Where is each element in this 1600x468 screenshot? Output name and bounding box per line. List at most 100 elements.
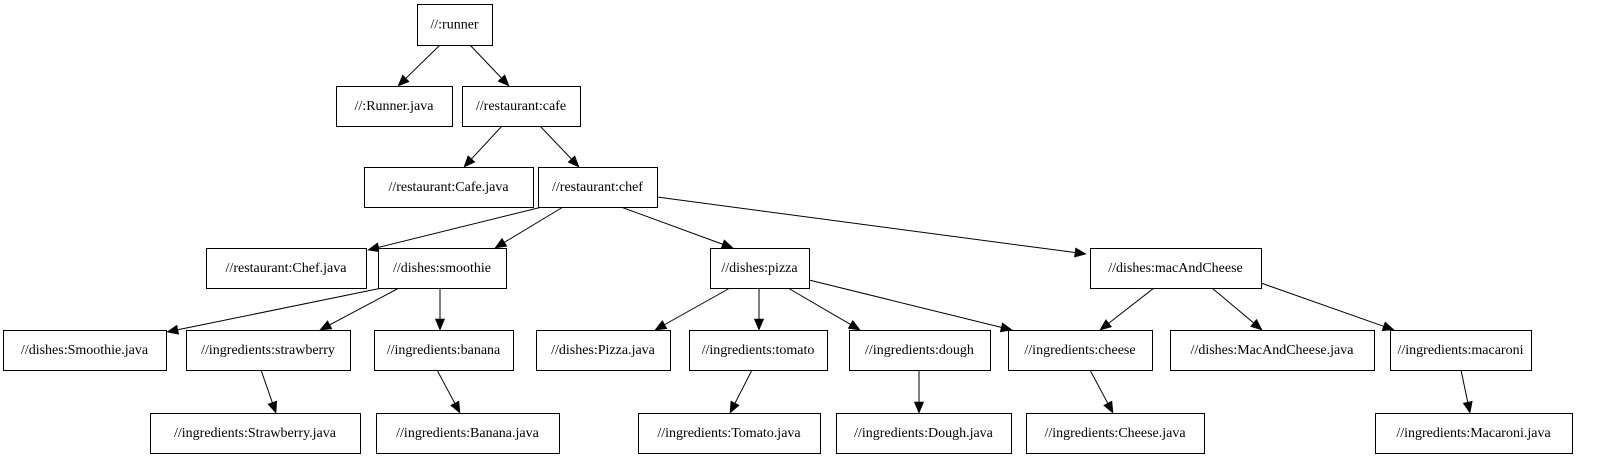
- arrowhead-icon: [1103, 400, 1114, 414]
- edge-line: [1211, 287, 1254, 324]
- node-box[interactable]: [1375, 413, 1573, 454]
- node-box[interactable]: [376, 413, 560, 454]
- graph-edge-dishes_smoothie-to-smoothie_java: [166, 287, 383, 335]
- graph-node-pizza_java[interactable]: //dishes:Pizza.java: [536, 330, 671, 371]
- graph-edge-restaurant_cafe-to-restaurant_chef: [539, 125, 580, 168]
- graph-edge-restaurant_cafe-to-cafe_java: [463, 125, 503, 168]
- node-box[interactable]: [3, 330, 167, 371]
- graph-edges: [166, 44, 1473, 414]
- graph-edge-dishes_pizza-to-pizza_java: [654, 287, 731, 331]
- node-box[interactable]: [150, 413, 361, 454]
- edge-line: [436, 369, 456, 404]
- graph-node-restaurant_cafe[interactable]: //restaurant:cafe: [462, 86, 581, 127]
- graph-edge-restaurant_chef-to-dishes_pizza: [620, 206, 734, 249]
- graph-node-dishes_macandchs[interactable]: //dishes:macAndCheese: [1090, 248, 1262, 289]
- node-label: //ingredients:dough: [865, 343, 974, 358]
- arrowhead-icon: [567, 155, 580, 168]
- graph-node-runner_java[interactable]: //:Runner.java: [336, 86, 453, 127]
- node-label: //ingredients:Cheese.java: [1044, 426, 1186, 441]
- node-box[interactable]: [1008, 330, 1153, 371]
- node-box[interactable]: [536, 330, 671, 371]
- node-label: //ingredients:tomato: [702, 343, 815, 358]
- edge-line: [620, 206, 723, 245]
- node-label: //ingredients:Tomato.java: [657, 426, 801, 441]
- arrowhead-icon: [654, 320, 668, 331]
- edge-line: [734, 369, 753, 404]
- graph-node-ing_strawberry[interactable]: //ingredients:strawberry: [186, 330, 351, 371]
- node-box[interactable]: [336, 86, 453, 127]
- node-box[interactable]: [417, 4, 493, 46]
- graph-node-tomato_java[interactable]: //ingredients:Tomato.java: [638, 413, 821, 454]
- graph-node-ing_banana[interactable]: //ingredients:banana: [374, 330, 514, 371]
- arrowhead-icon: [450, 400, 461, 414]
- arrowhead-icon: [1381, 321, 1395, 331]
- arrowhead-icon: [999, 322, 1013, 333]
- graph-node-chef_java[interactable]: //restaurant:Chef.java: [206, 248, 367, 289]
- node-label: //dishes:pizza: [721, 261, 798, 276]
- edge-line: [808, 279, 1002, 328]
- graph-edge-dishes_macandchs-to-macandchs_java: [1211, 287, 1263, 331]
- node-label: //restaurant:Chef.java: [226, 261, 348, 276]
- node-label: //restaurant:cafe: [476, 99, 566, 114]
- node-box[interactable]: [1170, 330, 1375, 371]
- node-box[interactable]: [638, 413, 821, 454]
- arrowhead-icon: [434, 318, 446, 331]
- node-label: //ingredients:Strawberry.java: [174, 426, 337, 441]
- node-box[interactable]: [206, 248, 367, 289]
- graph-node-restaurant_chef[interactable]: //restaurant:chef: [538, 167, 658, 208]
- node-box[interactable]: [538, 167, 658, 208]
- edge-line: [471, 125, 503, 160]
- arrowhead-icon: [1462, 400, 1473, 414]
- node-box[interactable]: [378, 248, 507, 289]
- arrowhead-icon: [494, 237, 508, 249]
- arrowhead-icon: [1099, 319, 1113, 331]
- graph-edge-dishes_smoothie-to-ing_banana: [434, 288, 446, 331]
- graph-node-ing_tomato[interactable]: //ingredients:tomato: [689, 330, 828, 371]
- node-label: //ingredients:banana: [387, 343, 501, 358]
- edge-line: [177, 287, 383, 331]
- graph-node-runner[interactable]: //:runner: [417, 4, 493, 46]
- node-label: //dishes:Smoothie.java: [21, 343, 149, 358]
- graph-node-macaroni_java[interactable]: //ingredients:Macaroni.java: [1375, 413, 1573, 454]
- graph-edge-restaurant_chef-to-chef_java: [367, 206, 543, 253]
- edge-line: [1089, 369, 1109, 404]
- graph-node-banana_java[interactable]: //ingredients:Banana.java: [376, 413, 560, 454]
- node-box[interactable]: [689, 330, 828, 371]
- graph-node-dishes_smoothie[interactable]: //dishes:smoothie: [378, 248, 507, 289]
- arrowhead-icon: [729, 400, 740, 414]
- graph-node-ing_macaroni[interactable]: //ingredients:macaroni: [1390, 330, 1532, 371]
- edge-line: [787, 287, 851, 325]
- graph-node-cheese_java[interactable]: //ingredients:Cheese.java: [1026, 413, 1205, 454]
- arrowhead-icon: [753, 318, 765, 331]
- graph-edge-dishes_smoothie-to-ing_strawberry: [319, 287, 400, 331]
- graph-node-ing_cheese[interactable]: //ingredients:cheese: [1008, 330, 1153, 371]
- graph-node-strawberry_java[interactable]: //ingredients:Strawberry.java: [150, 413, 361, 454]
- node-box[interactable]: [849, 330, 991, 371]
- node-box[interactable]: [1390, 330, 1532, 371]
- node-box[interactable]: [462, 86, 581, 127]
- node-label: //ingredients:Macaroni.java: [1396, 426, 1551, 441]
- graph-edge-dishes_pizza-to-ing_cheese: [808, 279, 1013, 333]
- node-label: //ingredients:macaroni: [1398, 343, 1524, 358]
- node-box[interactable]: [186, 330, 351, 371]
- graph-edge-ing_strawberry-to-strawberry_java: [260, 369, 278, 414]
- graph-node-dough_java[interactable]: //ingredients:Dough.java: [836, 413, 1012, 454]
- graph-node-macandchs_java[interactable]: //dishes:MacAndCheese.java: [1170, 330, 1375, 371]
- graph-node-smoothie_java[interactable]: //dishes:Smoothie.java: [3, 330, 167, 371]
- graph-node-dishes_pizza[interactable]: //dishes:pizza: [710, 248, 810, 289]
- node-box[interactable]: [1026, 413, 1205, 454]
- graph-edge-runner-to-restaurant_cafe: [469, 44, 510, 87]
- graph-node-cafe_java[interactable]: //restaurant:Cafe.java: [364, 167, 534, 208]
- arrowhead-icon: [267, 400, 278, 414]
- graph-edge-restaurant_chef-to-dishes_macandchs: [656, 196, 1087, 258]
- node-box[interactable]: [836, 413, 1012, 454]
- graph-node-ing_dough[interactable]: //ingredients:dough: [849, 330, 991, 371]
- node-box[interactable]: [364, 167, 534, 208]
- node-label: //dishes:MacAndCheese.java: [1191, 343, 1355, 358]
- node-box[interactable]: [1090, 248, 1262, 289]
- node-box[interactable]: [710, 248, 810, 289]
- node-box[interactable]: [374, 330, 514, 371]
- arrowhead-icon: [319, 320, 333, 331]
